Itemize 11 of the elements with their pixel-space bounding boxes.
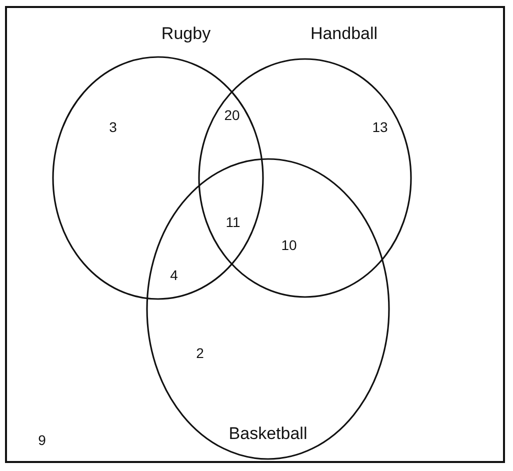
set-title: Rugby — [161, 24, 211, 44]
set-title: Handball — [310, 24, 378, 44]
region-count: 11 — [226, 214, 240, 230]
region-count: 4 — [170, 267, 178, 283]
region-count: 9 — [38, 432, 46, 448]
set-title: Basketball — [228, 424, 308, 444]
region-count: 3 — [109, 119, 117, 135]
region-count: 13 — [372, 119, 388, 135]
region-count: 10 — [281, 237, 297, 253]
region-count: 20 — [224, 107, 240, 123]
region-count: 2 — [196, 345, 204, 361]
